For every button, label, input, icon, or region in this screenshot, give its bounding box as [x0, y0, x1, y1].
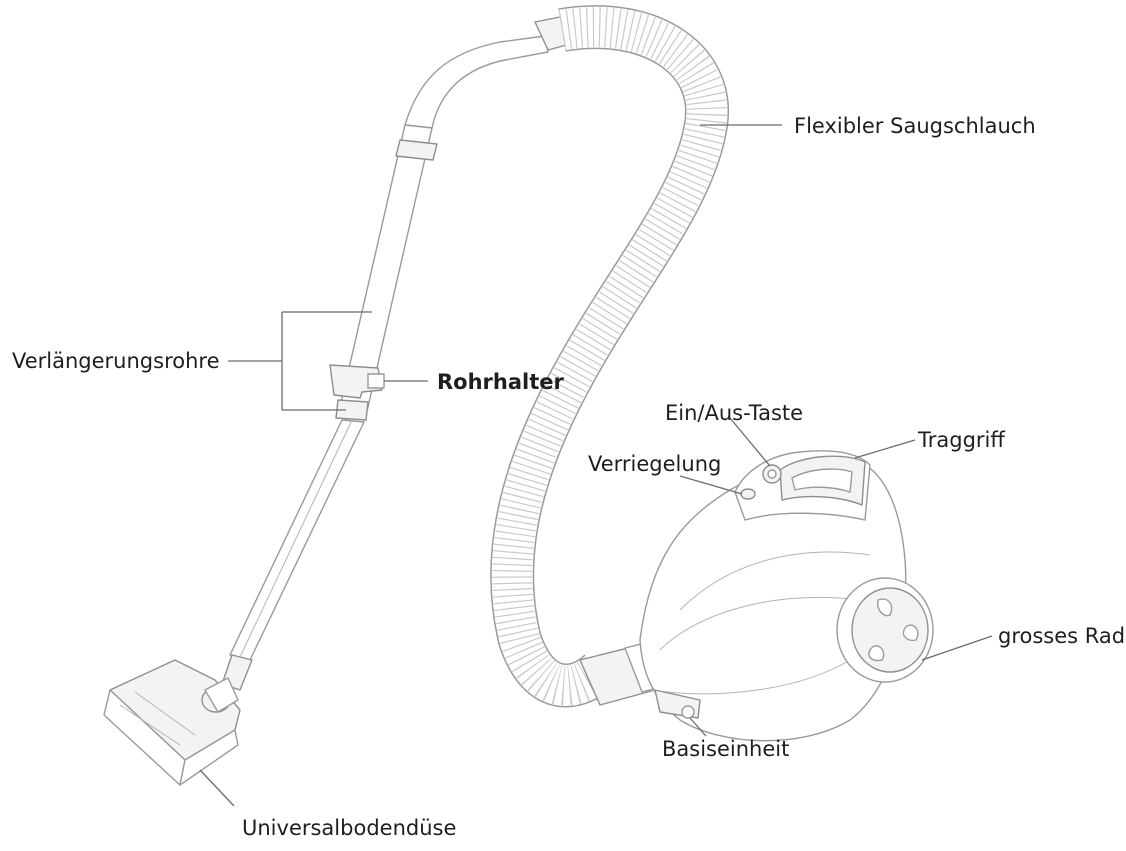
base-unit-label: Basiseinheit: [662, 737, 790, 761]
hose-label: Flexibler Saugschlauch: [794, 114, 1036, 138]
floor-nozzle-label: Universalbodendüse: [242, 816, 457, 840]
large-wheel-label: grosses Rad: [998, 624, 1126, 648]
tube-holder-label: Rohrhalter: [437, 370, 564, 394]
vacuum-body-drawing: [639, 450, 934, 742]
extension-tubes-label: Verlängerungsrohre: [12, 349, 220, 373]
power-button-label: Ein/Aus-Taste: [665, 401, 804, 425]
leader-lines: [199, 124, 993, 807]
floor-nozzle-drawing: [103, 659, 241, 786]
tube-holder-drawing: [329, 364, 385, 421]
handle-label: Traggriff: [918, 428, 1005, 452]
flexible-hose-drawing: [490, 5, 729, 708]
lock-label: Verriegelung: [588, 452, 722, 476]
